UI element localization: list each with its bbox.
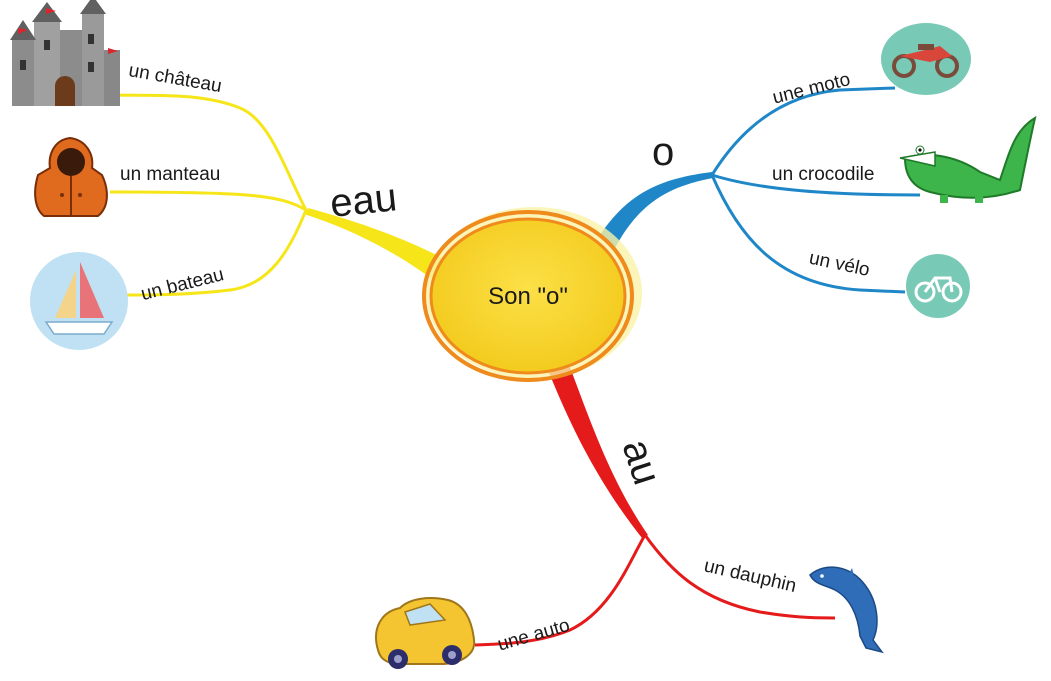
- branch-au-label: au: [614, 434, 670, 490]
- bicycle-icon: [906, 254, 970, 318]
- car-icon: [375, 597, 476, 669]
- leaf-label-manteau: un manteau: [120, 164, 220, 185]
- branch-eau-label: eau: [328, 175, 399, 226]
- dolphin-icon: [809, 566, 884, 654]
- branch-eau-line-manteau: [109, 190, 307, 212]
- leaf-label-moto: une moto: [771, 69, 853, 109]
- branch-eau: eau un château un manteau un bateau: [109, 60, 450, 305]
- crocodile-icon: [899, 115, 1037, 203]
- branch-au: au une auto un dauphin: [474, 362, 836, 656]
- center-outer-ring: [422, 210, 634, 382]
- leaf-label-chateau: un château: [127, 60, 223, 97]
- leaf-label-crocodile: un crocodile: [772, 164, 874, 185]
- branch-eau-line-bateau: [124, 209, 308, 297]
- center-fill: [429, 217, 627, 375]
- branch-o-line-velo: [710, 174, 906, 294]
- center-label: Son "o": [488, 283, 568, 310]
- leaf-label-dauphin: un dauphin: [702, 555, 798, 597]
- coat-icon: [34, 136, 108, 217]
- branch-au-line-auto: [474, 534, 647, 647]
- leaf-label-auto: une auto: [495, 615, 572, 656]
- branch-o-line-crocodile: [711, 173, 921, 197]
- sailboat-icon: [30, 252, 128, 350]
- leaf-label-velo: un vélo: [807, 248, 871, 281]
- motorcycle-icon: [881, 23, 971, 95]
- branch-o: o une moto un crocodile un vélo: [600, 69, 921, 294]
- center-node[interactable]: Son "o": [422, 207, 642, 382]
- branch-eau-line-chateau: [109, 93, 308, 211]
- castle-icon: [10, 0, 120, 106]
- branch-au-line-dauphin: [643, 534, 836, 620]
- branch-au-trunk: [548, 362, 648, 538]
- branch-o-label: o: [652, 130, 674, 174]
- leaf-label-bateau: un bateau: [139, 264, 226, 305]
- branch-eau-trunk: [304, 208, 450, 285]
- branch-o-line-moto: [710, 86, 896, 176]
